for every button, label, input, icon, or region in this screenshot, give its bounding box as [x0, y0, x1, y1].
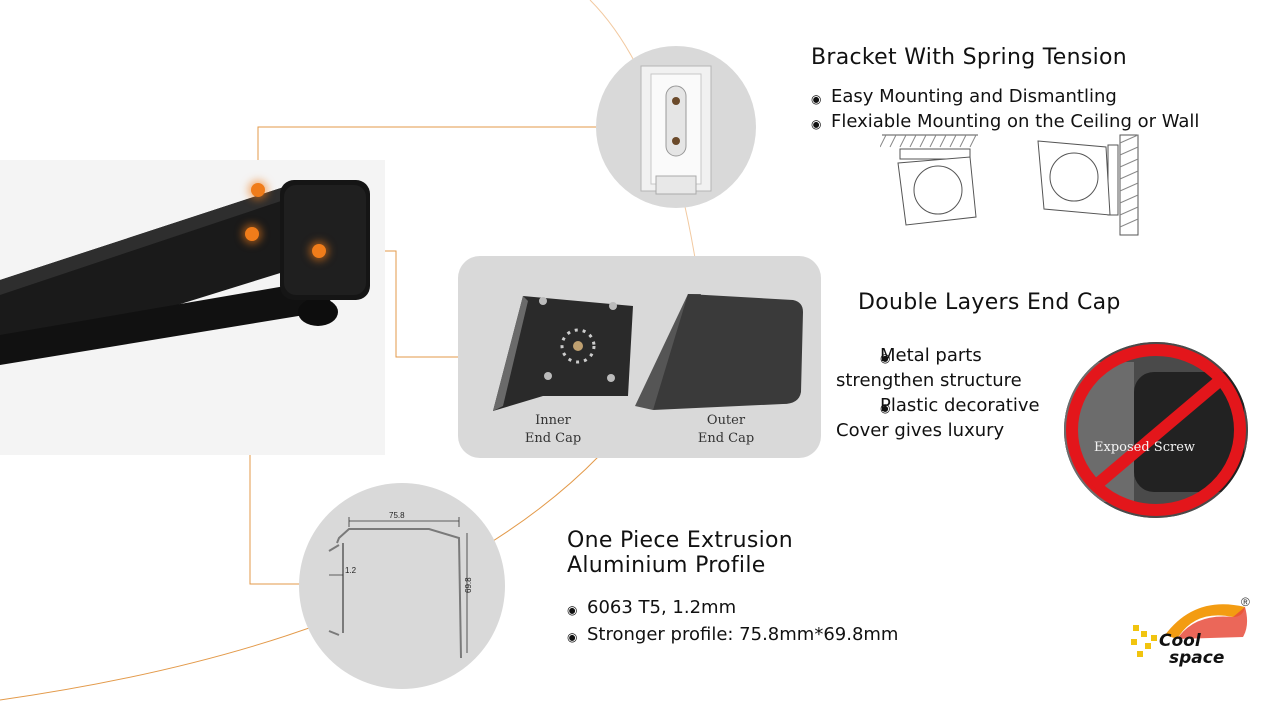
bracket-title: Bracket With Spring Tension [811, 45, 1128, 70]
registered-mark: ® [1241, 595, 1250, 609]
screen-housing-image [0, 160, 385, 455]
hotspot-endcap [312, 244, 326, 258]
brand-logo: Cool space ® [1125, 595, 1270, 675]
prohibition-icon [1064, 342, 1248, 518]
profile-diagram: 75.8 1.2 69.8 [328, 511, 473, 659]
bracket-bullet-2: Flexiable Mounting on the Ceiling or Wal… [811, 109, 1199, 137]
exposed-screw-photo: Exposed Screw [1064, 342, 1248, 518]
dim-height: 69.8 [464, 577, 473, 593]
inner-endcap-icon [493, 296, 633, 411]
hotspot-bracket [251, 183, 265, 197]
hotspot-profile [245, 227, 259, 241]
endcap-panel: Inner End Cap Outer End Cap [458, 256, 821, 458]
extrusion-bullets: 6063 T5, 1.2mm Stronger profile: 75.8mm*… [567, 594, 898, 651]
logo-text: Cool space [1159, 631, 1225, 668]
outer-endcap-icon [635, 294, 803, 410]
ceiling-mount-diagram [880, 134, 978, 226]
extrusion-bullet-2: Stronger profile: 75.8mm*69.8mm [567, 621, 898, 651]
endcap-title: Double Layers End Cap [858, 290, 1121, 315]
bracket-photo [596, 46, 756, 208]
exposed-screw-label: Exposed Screw [1094, 440, 1196, 455]
bracket-icon [640, 65, 712, 195]
extrusion-bullet-1: 6063 T5, 1.2mm [567, 594, 898, 624]
wall-mount-diagram [1037, 134, 1139, 236]
bracket-bullet-1: Easy Mounting and Dismantling [811, 84, 1199, 112]
logo-mark-icon [1131, 604, 1248, 657]
dim-thick: 1.2 [345, 566, 357, 575]
inner-endcap-label: Inner End Cap [524, 413, 582, 446]
outer-endcap-label: Outer End Cap [697, 413, 755, 446]
profile-drawing: 75.8 1.2 69.8 [299, 483, 505, 689]
extrusion-title: One Piece Extrusion Aluminium Profile [567, 528, 794, 578]
bracket-bullets: Easy Mounting and Dismantling Flexiable … [811, 84, 1199, 137]
dim-width: 75.8 [389, 511, 405, 520]
